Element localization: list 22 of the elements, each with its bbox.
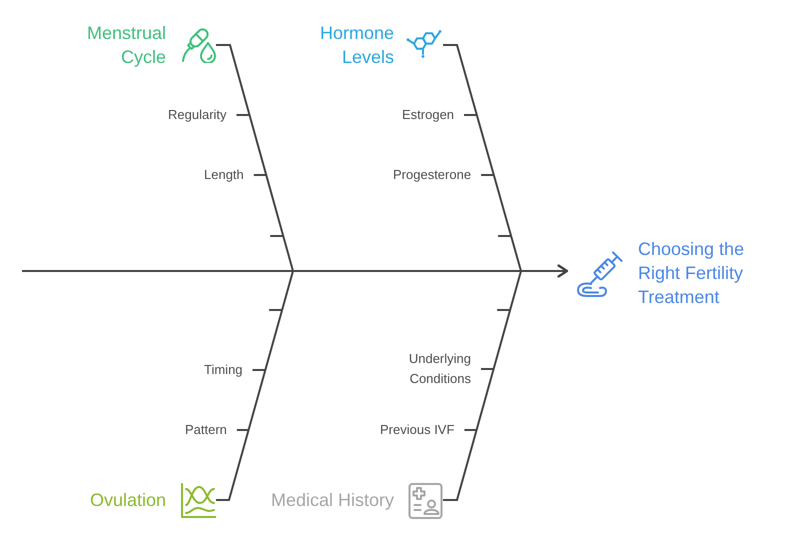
cause-label: Timing [204,361,243,379]
branch-tick [254,174,266,176]
branch-tick [481,174,494,176]
cause-label: Estrogen [402,106,454,124]
cause-label: Pattern [185,421,227,439]
cause-label: Length [204,166,244,184]
bone-arrow [443,264,568,501]
branch-tick [481,368,494,370]
branch-tick [464,429,477,431]
effect-label: Choosing the Right Fertility Treatment [638,238,746,309]
cause-label: Underlying Conditions [408,350,471,388]
cause-label: Progesterone [393,166,472,184]
branch-tick [236,429,249,431]
category-label: Ovulation [90,489,166,512]
cause-label: Previous IVF [380,421,454,439]
cause-label: Regularity [168,106,227,124]
category-label: Hormone Levels [318,22,394,69]
category-label: Medical History [270,489,394,512]
branch-tick [236,114,250,116]
branch-tick [252,369,266,371]
branch-tick [464,114,477,116]
category-label: Menstrual Cycle [86,22,166,69]
